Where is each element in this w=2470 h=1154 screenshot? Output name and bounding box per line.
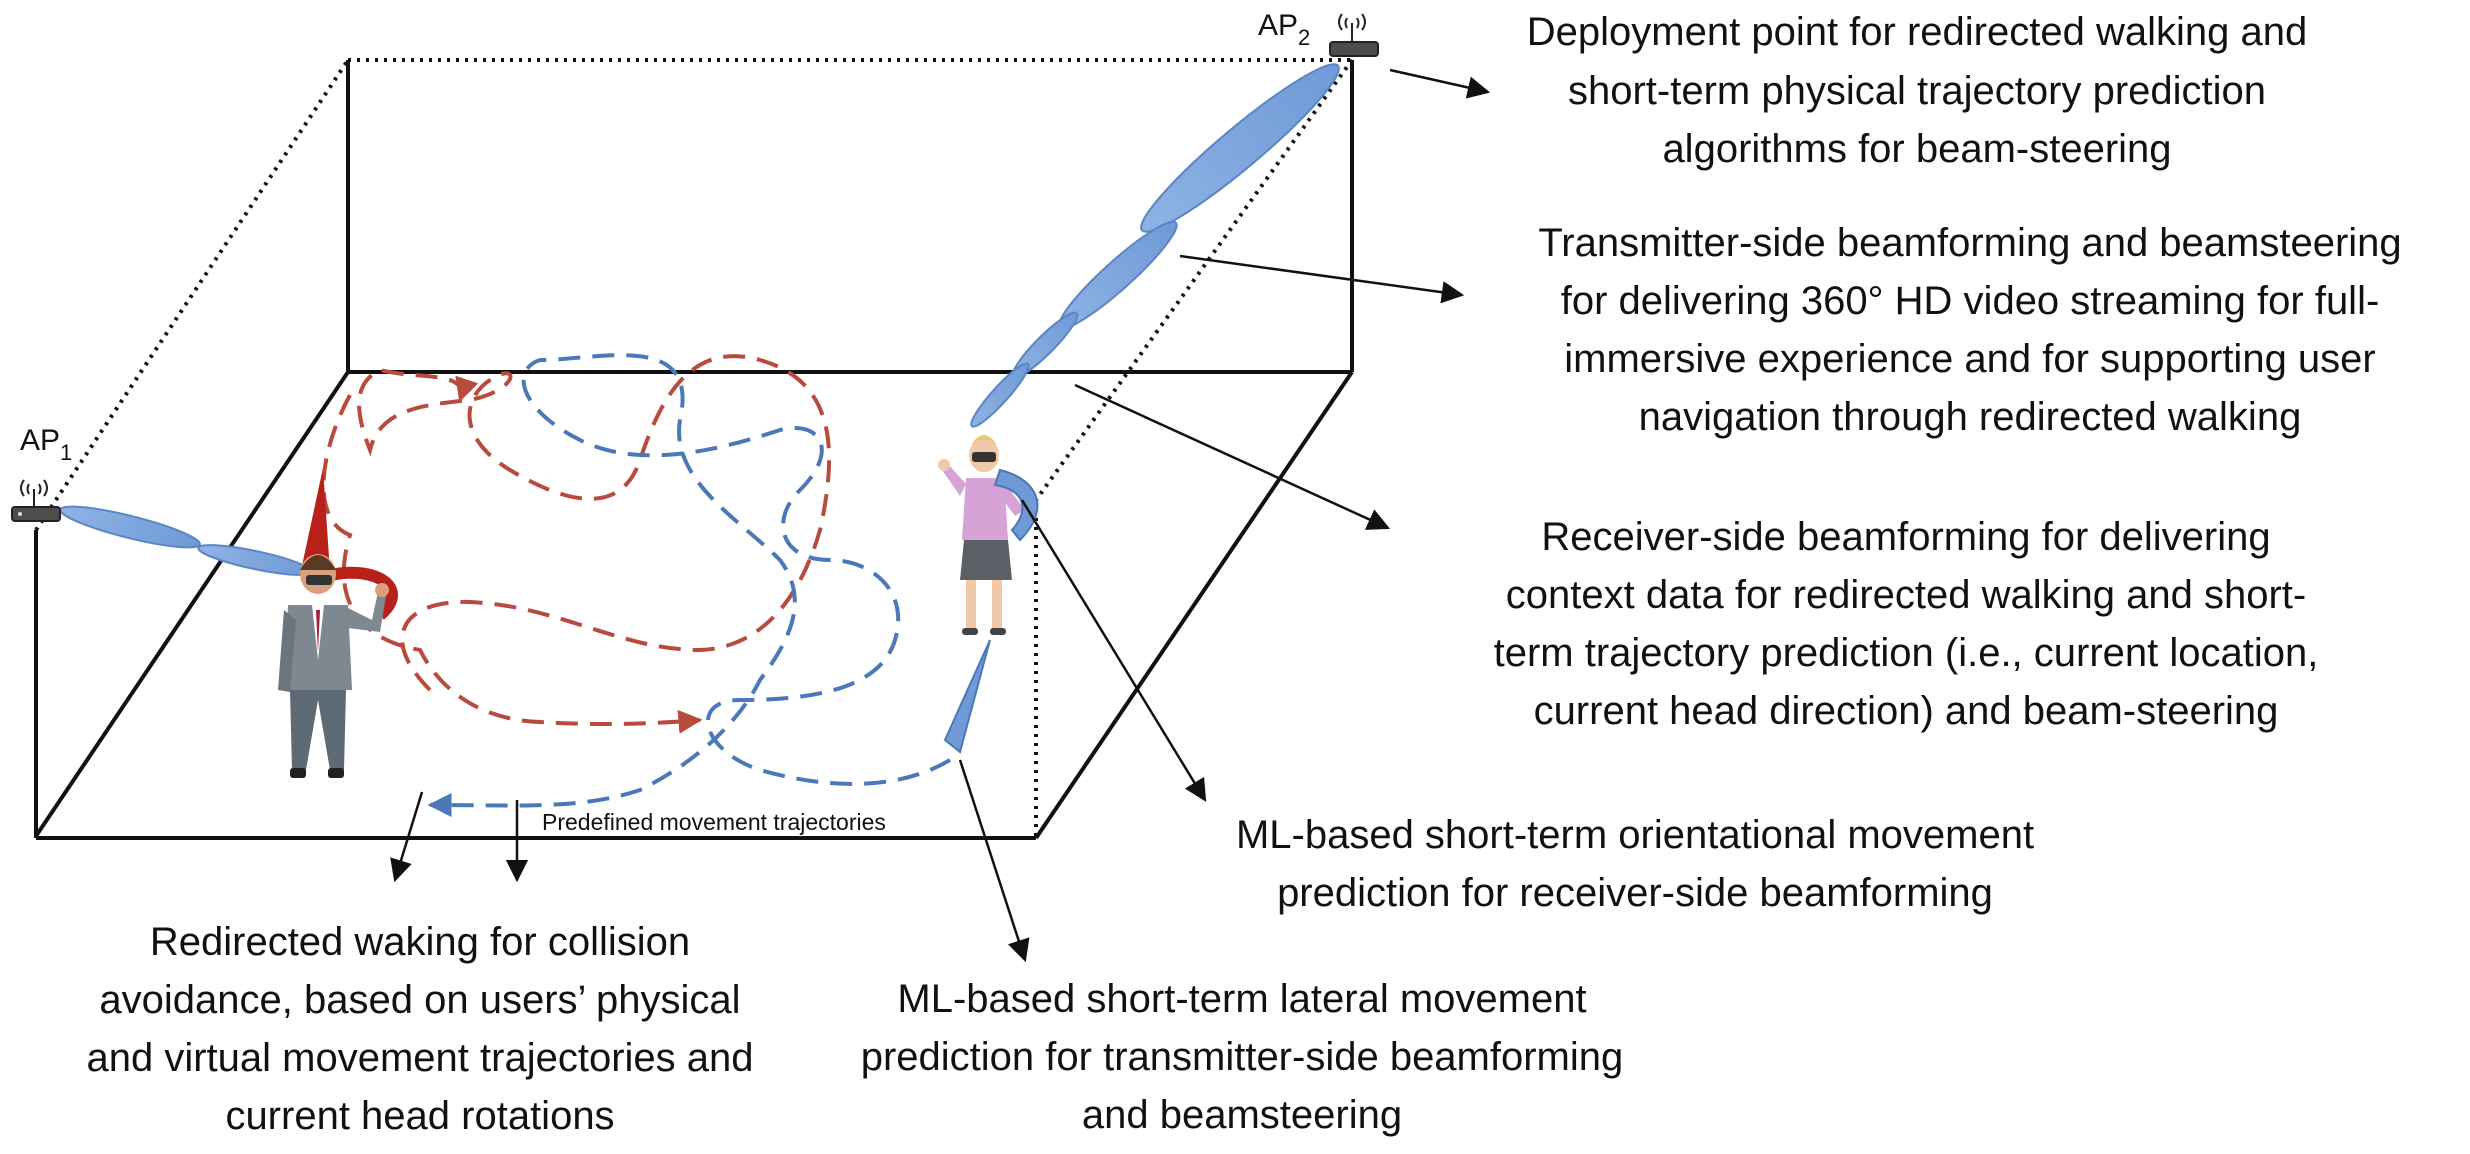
transmitter-line-2: for delivering 360° HD video streaming f… [1561,279,2380,323]
blue-trajectory [427,353,952,818]
red-trajectory [357,354,832,692]
beam-ap2-lobe-4 [970,362,1030,428]
transmitter-line-3: immersive experience and for supporting … [1564,337,2376,381]
ap1-led [18,512,22,516]
ap1-label: AP1 [20,424,72,465]
room-top-right-dotted [1034,58,1354,502]
room-box [34,58,1354,840]
redirected-walking-label: Redirected waking for collision avoidanc… [87,920,754,1138]
movement-trajectories [321,353,952,818]
deployment-line-2: short-term physical trajectory predictio… [1568,69,2266,113]
lateral-line-1: ML-based short-term lateral movement [897,977,1586,1021]
ap1-wifi-icon [20,479,48,497]
beams [59,63,1340,754]
lateral-prediction-label: ML-based short-term lateral movement pre… [861,977,1624,1137]
head-rotation-arc [328,566,398,620]
arrow-to-orientational-label [1020,499,1207,802]
transmitter-side-label: Transmitter-side beamforming and beamste… [1538,221,2401,439]
annotation-arrows [958,68,1491,963]
orientational-line-2: prediction for receiver-side beamforming [1277,871,1993,915]
beam-ap1-lobe-1 [59,505,201,549]
room-floor-left-edge [34,370,350,838]
orientational-prediction-label: ML-based short-term orientational moveme… [1236,813,2034,915]
redirected-line-2: avoidance, based on users’ physical [99,978,740,1022]
ap2-router-icon [1329,41,1379,57]
arrow-to-deployment-label [1389,68,1491,99]
receiver-side-label: Receiver-side beamforming for delivering… [1494,515,2319,733]
deployment-line-3: algorithms for beam-steering [1662,127,2171,171]
access-point-2: AP2 [1258,9,1379,57]
ap2-label: AP2 [1258,9,1310,50]
receiver-beam-cone [943,639,991,754]
arrow-to-receiver-label [1074,383,1391,530]
user-man-figure [278,554,389,778]
lateral-line-2: prediction for transmitter-side beamform… [861,1035,1624,1079]
lateral-line-3: and beamsteering [1082,1093,1402,1137]
transmitter-line-1: Transmitter-side beamforming and beamste… [1538,221,2401,265]
ap2-wifi-icon [1338,13,1366,31]
receiver-line-3: term trajectory prediction (i.e., curren… [1494,631,2319,675]
deployment-label: Deployment point for redirected walking … [1527,10,2307,171]
receiver-line-2: context data for redirected walking and … [1506,573,2306,617]
access-point-1: AP1 [11,424,72,522]
user-woman-figure [938,435,1039,635]
beam-ap2-lobe-1 [1140,63,1340,233]
arrow-to-lateral-label [958,759,1030,963]
transmitter-line-4: navigation through redirected walking [1639,395,2302,439]
room-top-left-dotted [34,58,350,532]
arrow-trajectory-to-redirected-1 [390,791,424,883]
trajectories-label: Predefined movement trajectories [542,809,886,835]
room-floor-right-edge [1034,370,1354,840]
red-trajectory-lower [321,394,703,734]
redirected-line-1: Redirected waking for collision [150,920,690,964]
deployment-line-1: Deployment point for redirected walking … [1527,10,2307,54]
redirected-line-3: and virtual movement trajectories and [87,1036,754,1080]
receiver-line-4: current head direction) and beam-steerin… [1534,689,2279,733]
ap1-router-icon [11,506,61,522]
orientational-line-1: ML-based short-term orientational moveme… [1236,813,2034,857]
receiver-line-1: Receiver-side beamforming for delivering [1541,515,2270,559]
arrow-to-transmitter-label [1179,254,1465,304]
redirected-line-4: current head rotations [225,1094,614,1138]
